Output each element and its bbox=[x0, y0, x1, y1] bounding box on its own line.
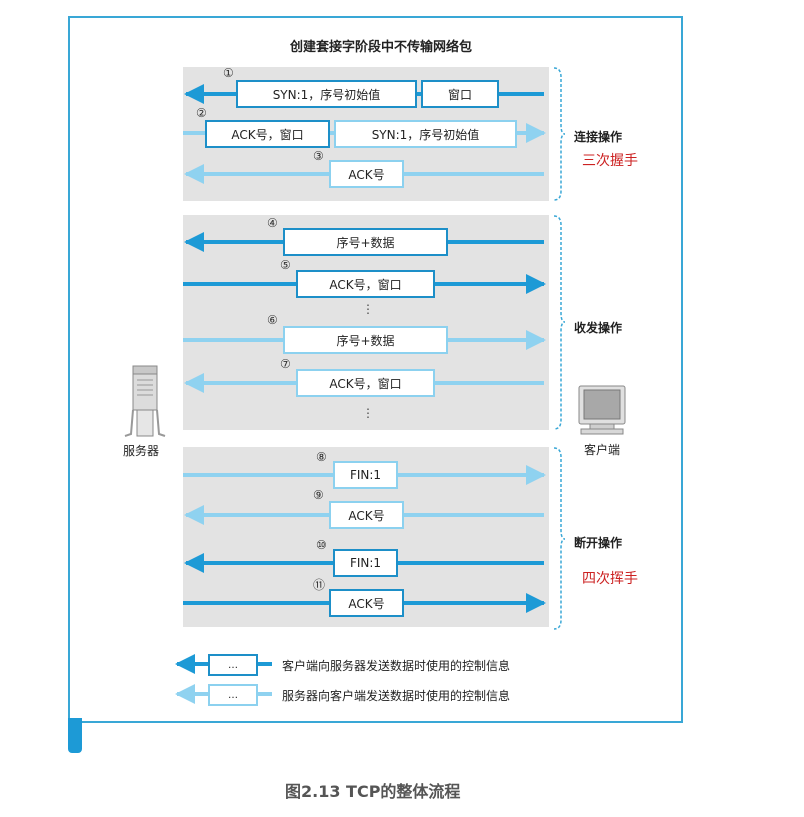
legend-box-dark: … bbox=[208, 654, 258, 676]
packet-box: FIN:1 bbox=[333, 461, 398, 489]
packet-box: 窗口 bbox=[421, 80, 499, 108]
legend-box-light: … bbox=[208, 684, 258, 706]
phase-label-disconnect: 断开操作 bbox=[574, 536, 623, 550]
step-number: ① bbox=[223, 66, 234, 80]
packet-box: SYN:1，序号初始值 bbox=[236, 80, 417, 108]
phase-label-connect: 连接操作 bbox=[574, 130, 623, 144]
transfer-brace bbox=[553, 215, 565, 430]
packet-box: 序号+数据 bbox=[283, 326, 448, 354]
step-number: ③ bbox=[313, 149, 324, 163]
packet-box: SYN:1，序号初始值 bbox=[334, 120, 517, 148]
packet-box: 序号+数据 bbox=[283, 228, 448, 256]
note-wave: 四次挥手 bbox=[582, 571, 638, 587]
step-number: ⑦ bbox=[280, 357, 291, 371]
packet-box: ACK号，窗口 bbox=[205, 120, 330, 148]
step-number: ⑥ bbox=[267, 313, 278, 327]
packet-box: ACK号 bbox=[329, 160, 404, 188]
client-label: 客户端 bbox=[584, 443, 621, 457]
legend-text-client-to-server: 客户端向服务器发送数据时使用的控制信息 bbox=[282, 659, 511, 673]
step-number: ② bbox=[196, 106, 207, 120]
frame-tab bbox=[68, 718, 82, 753]
legend-text-server-to-client: 服务器向客户端发送数据时使用的控制信息 bbox=[282, 689, 511, 703]
step-number: ⑪ bbox=[313, 578, 326, 592]
ellipsis: ⋮ bbox=[362, 406, 374, 420]
step-number: ④ bbox=[267, 216, 278, 230]
packet-box: ACK号，窗口 bbox=[296, 270, 435, 298]
packet-box: ACK号 bbox=[329, 589, 404, 617]
diagram-title: 创建套接字阶段中不传输网络包 bbox=[290, 40, 473, 55]
note-handshake: 三次握手 bbox=[582, 153, 638, 169]
server-icon bbox=[124, 365, 166, 437]
client-computer-icon bbox=[578, 385, 626, 435]
packet-box: ACK号 bbox=[329, 501, 404, 529]
packet-box: ACK号，窗口 bbox=[296, 369, 435, 397]
step-number: ⑧ bbox=[316, 450, 327, 464]
figure-caption: 图2.13 TCP的整体流程 bbox=[285, 782, 461, 801]
ellipsis: ⋮ bbox=[362, 302, 374, 316]
packet-box: FIN:1 bbox=[333, 549, 398, 577]
server-label: 服务器 bbox=[123, 444, 160, 458]
phase-label-transfer: 收发操作 bbox=[574, 321, 623, 335]
step-number: ⑩ bbox=[316, 538, 327, 552]
step-number: ⑨ bbox=[313, 488, 324, 502]
step-number: ⑤ bbox=[280, 258, 291, 272]
